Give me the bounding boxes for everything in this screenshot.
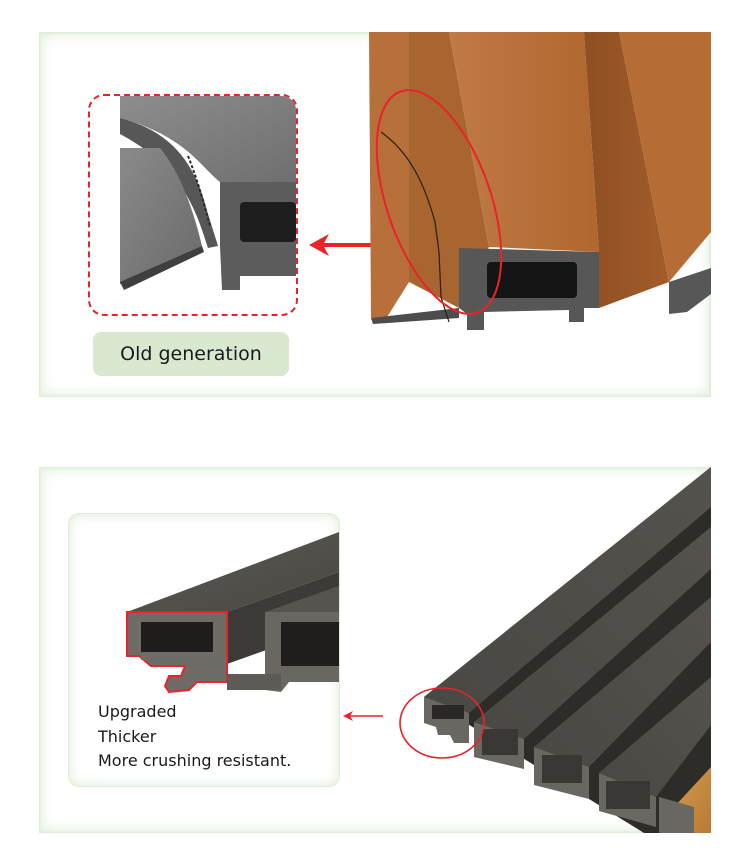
arrow-left-icon: [343, 711, 383, 721]
upgraded-panel: Upgraded Thicker More crushing resistant…: [39, 467, 711, 833]
upgrade-line-2: Thicker: [98, 726, 157, 746]
upgrade-line-3: More crushing resistant.: [98, 751, 292, 770]
upgrade-line-1: Upgraded: [98, 702, 177, 721]
old-wall-panel-photo: [369, 32, 711, 330]
cracked-profile-illustration: [120, 96, 296, 290]
old-profile-closeup: [88, 94, 298, 316]
thick-profile-cross-section: [126, 532, 339, 694]
upgrade-description: Upgraded Thicker More crushing resistant…: [98, 700, 291, 774]
old-generation-label: Old generation: [120, 343, 262, 365]
upgraded-wall-panel-render: [399, 467, 711, 833]
upgraded-profile-closeup: Upgraded Thicker More crushing resistant…: [69, 514, 339, 786]
ellipse-highlight-icon: [375, 89, 503, 315]
old-generation-badge: Old generation: [93, 332, 289, 376]
circle-highlight-icon: [399, 687, 485, 759]
old-generation-panel: Old generation: [39, 32, 711, 397]
